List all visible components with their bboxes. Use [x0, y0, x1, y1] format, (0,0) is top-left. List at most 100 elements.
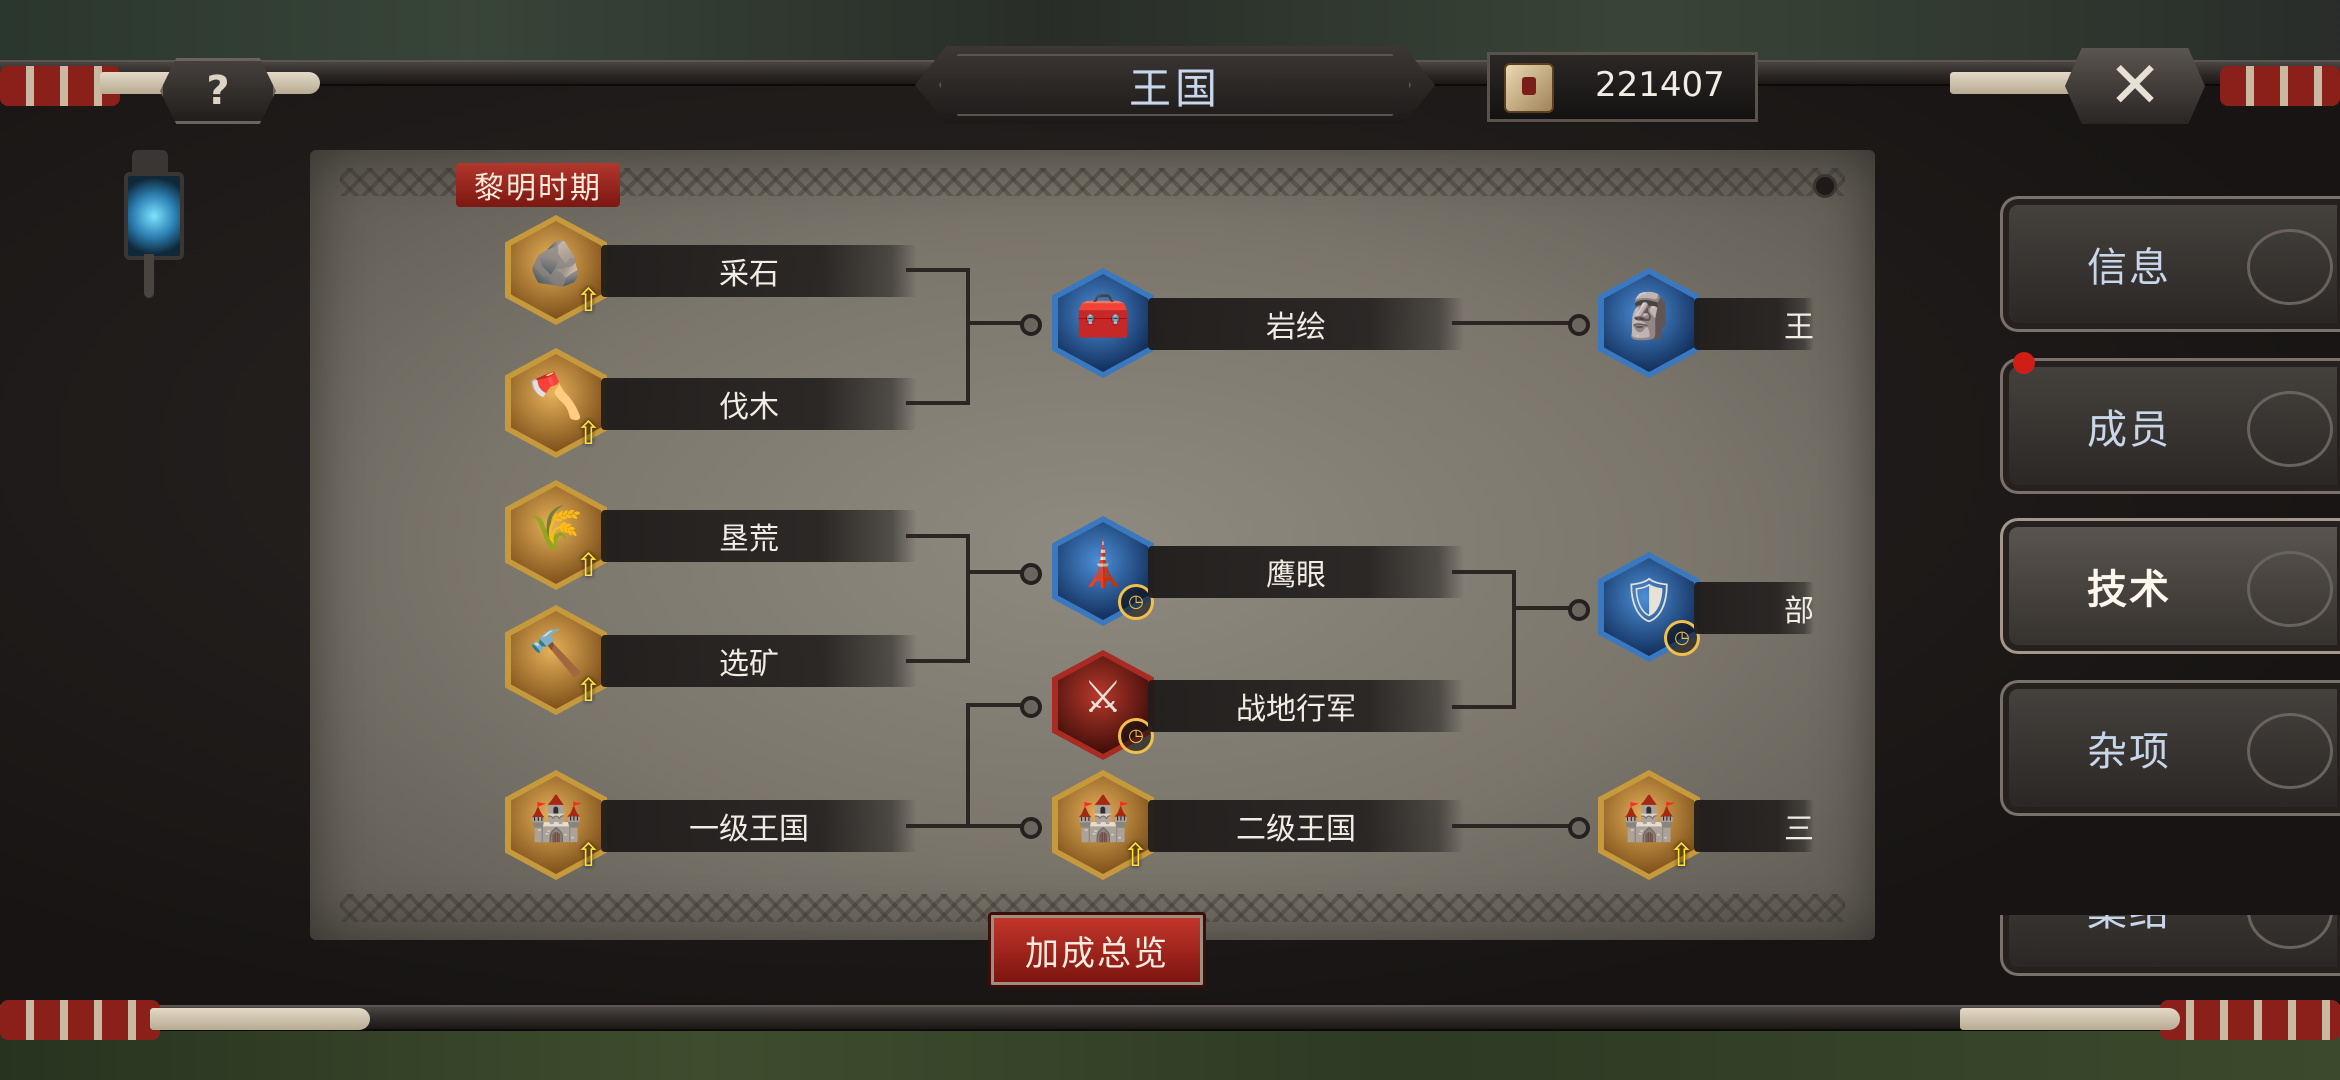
connector-line	[966, 321, 1028, 325]
tech-node-column3-bottom[interactable]: 🏰 ⇧ 三	[1598, 770, 1818, 880]
connector-line	[906, 268, 970, 272]
connector-line	[1452, 321, 1576, 325]
bonus-overview-button[interactable]: 加成总览	[988, 912, 1206, 988]
connector-line	[966, 703, 970, 828]
help-icon: ?	[206, 68, 230, 114]
tech-label: 王	[1784, 310, 1814, 345]
connector-line	[1512, 570, 1516, 709]
tech-label: 垦荒	[719, 522, 779, 557]
tech-label: 战地行军	[1236, 692, 1356, 727]
title-plate: 王国	[915, 46, 1435, 124]
connector-joint	[1020, 563, 1042, 585]
timer-icon: ◷	[1118, 584, 1154, 620]
tech-bar: 王	[1694, 298, 1814, 350]
tab-tech[interactable]: 技术	[2000, 518, 2340, 654]
notification-dot	[2013, 352, 2035, 374]
tech-label: 伐木	[719, 390, 779, 425]
connector-joint	[1568, 599, 1590, 621]
tab-info[interactable]: 信息	[2000, 196, 2340, 332]
tech-label: 二级王国	[1236, 812, 1356, 847]
connector-line	[906, 401, 970, 405]
tech-label: 鹰眼	[1266, 558, 1326, 593]
currency-value: 221407	[1595, 65, 1725, 105]
red-wrap-decoration	[2160, 1000, 2340, 1040]
upgrade-arrow-icon: ⇧	[575, 836, 602, 874]
title-plate-border	[939, 54, 1411, 116]
tech-bar: 采石	[601, 245, 917, 297]
connector-joint	[1020, 817, 1042, 839]
connector-joint	[1020, 314, 1042, 336]
upgrade-arrow-icon: ⇧	[575, 281, 602, 319]
tech-label: 部	[1784, 594, 1814, 629]
emblem-icon	[2247, 713, 2333, 789]
emblem-icon	[2247, 229, 2333, 305]
emblem-icon	[2247, 391, 2333, 467]
tech-node-eagle-eye[interactable]: 🗼 ◷ 鹰眼	[1052, 516, 1472, 626]
tech-bar: 垦荒	[601, 510, 917, 562]
upgrade-arrow-icon: ⇧	[575, 671, 602, 709]
pin-icon	[1813, 174, 1837, 198]
close-button[interactable]: ✕	[2065, 48, 2205, 124]
tech-node-column3-top[interactable]: 🗿 王	[1598, 268, 1818, 378]
connector-line	[1512, 606, 1576, 610]
close-icon: ✕	[2108, 49, 2162, 123]
tech-bar: 鹰眼	[1148, 546, 1464, 598]
connector-line	[966, 534, 970, 663]
tech-label: 三	[1784, 812, 1814, 847]
bone-decoration	[150, 1008, 370, 1030]
tab-misc[interactable]: 杂项	[2000, 680, 2340, 816]
tech-node-column3-mid[interactable]: 🛡 ◷ 部	[1598, 552, 1818, 662]
tech-bar: 岩绘	[1148, 298, 1464, 350]
tech-node-kingdom-2[interactable]: 🏰 ⇧ 二级王国	[1052, 770, 1472, 880]
red-wrap-decoration	[2220, 66, 2340, 106]
timer-icon: ◷	[1664, 620, 1700, 656]
tech-node-quarry[interactable]: 🪨 ⇧ 采石	[505, 215, 925, 325]
axe-log-icon: 🪓	[505, 348, 607, 458]
connector-line	[966, 268, 970, 405]
connector-line	[906, 659, 970, 663]
upgrade-arrow-icon: ⇧	[575, 414, 602, 452]
tech-bar: 部	[1694, 582, 1814, 634]
tech-bar: 选矿	[601, 635, 917, 687]
tech-node-kingdom-1[interactable]: 🏰 ⇧ 一级王国	[505, 770, 925, 880]
tech-label: 岩绘	[1266, 310, 1326, 345]
tech-label: 一级王国	[689, 812, 809, 847]
tech-node-logging[interactable]: 🪓 ⇧ 伐木	[505, 348, 925, 458]
tech-node-field-march[interactable]: ⚔ ◷ 战地行军	[1052, 650, 1472, 760]
page-title: 王国	[1128, 63, 1221, 113]
tech-label: 选矿	[719, 647, 779, 682]
tab-rally-clip: 集结	[1990, 915, 2340, 1015]
emblem-icon	[2247, 915, 2333, 949]
tab-members[interactable]: 成员	[2000, 358, 2340, 494]
tech-node-farming[interactable]: 🌾 ⇧ 垦荒	[505, 480, 925, 590]
currency-display: 221407	[1487, 52, 1758, 122]
connector-line	[1452, 824, 1576, 828]
tech-bar: 二级王国	[1148, 800, 1464, 852]
connector-joint	[1568, 817, 1590, 839]
tech-bar: 三	[1694, 800, 1814, 852]
lantern-icon	[118, 150, 184, 300]
connector-joint	[1568, 314, 1590, 336]
tech-node-rock-painting[interactable]: 🧰 岩绘	[1052, 268, 1472, 378]
tech-bar: 一级王国	[601, 800, 917, 852]
help-button[interactable]: ?	[160, 58, 276, 124]
connector-line	[1452, 570, 1516, 574]
bottom-rail	[0, 1005, 2340, 1031]
emblem-icon	[2247, 551, 2333, 627]
connector-line	[966, 703, 1028, 707]
era-label: 黎明时期	[456, 163, 620, 207]
upgrade-arrow-icon: ⇧	[575, 546, 602, 584]
red-wrap-decoration	[0, 1000, 160, 1040]
connector-line	[966, 570, 1028, 574]
tech-node-mining[interactable]: 🔨 ⇧ 选矿	[505, 605, 925, 715]
treasure-chest-icon: 🧰	[1052, 268, 1154, 378]
connector-joint	[1020, 696, 1042, 718]
obelisk-icon: 🗿	[1598, 268, 1700, 378]
upgrade-arrow-icon: ⇧	[1668, 836, 1695, 874]
tech-bar: 战地行军	[1148, 680, 1464, 732]
connector-line	[1452, 705, 1516, 709]
connector-line	[906, 534, 970, 538]
tab-rally[interactable]: 集结	[2000, 915, 2340, 976]
scroll-icon	[1504, 63, 1554, 113]
tech-bar: 伐木	[601, 378, 917, 430]
